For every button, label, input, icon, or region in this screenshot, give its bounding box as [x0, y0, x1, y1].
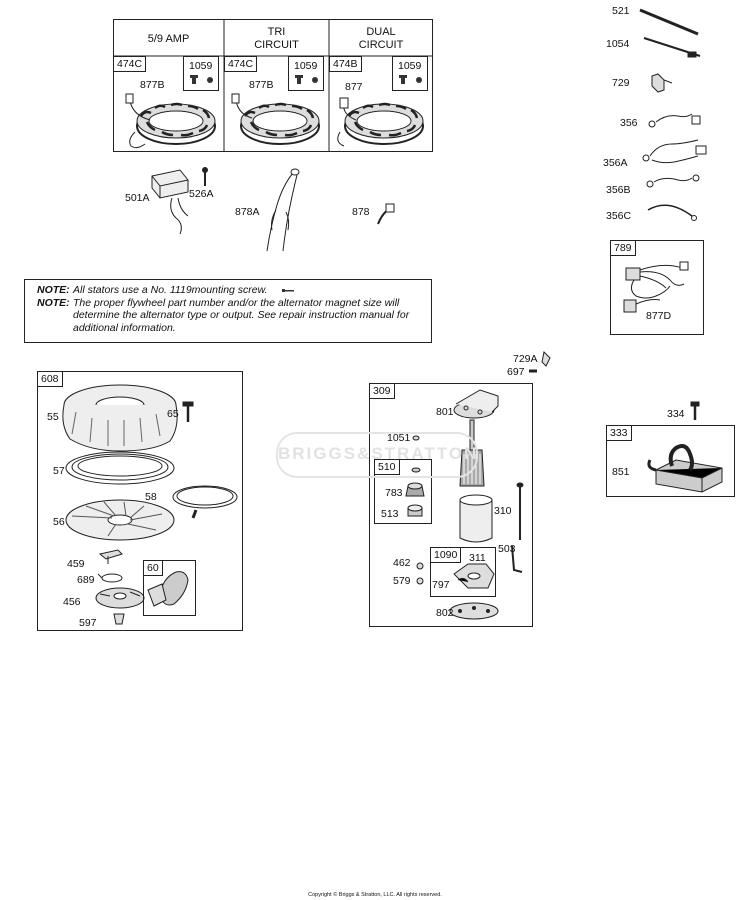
- part-513: 513: [381, 508, 399, 520]
- part-356b: 356B: [606, 184, 631, 196]
- part-334: 334: [667, 408, 685, 420]
- part-462: 462: [393, 557, 411, 569]
- part-851: 851: [612, 466, 630, 478]
- part-311: 311: [469, 552, 486, 564]
- part-877b-b: 877B: [249, 79, 274, 91]
- column-title-tri-circuit: TRI CIRCUIT: [254, 26, 299, 51]
- hardware-tag-1059-c: 1059: [398, 60, 422, 72]
- note-text-1: All stators use a No. 1119mounting screw…: [73, 284, 294, 297]
- part-65: 65: [167, 408, 179, 420]
- note-text-2: The proper flywheel part number and/or t…: [73, 296, 410, 334]
- part-579: 579: [393, 575, 411, 587]
- recoil-starter-group-box: [37, 371, 243, 631]
- group-tag-60: 60: [143, 560, 163, 576]
- harness-group-box: [610, 240, 704, 335]
- note-box: NOTE: All stators use a No. 1119mounting…: [24, 279, 432, 343]
- mounting-screw-icon: [281, 288, 294, 292]
- part-356c: 356C: [606, 210, 632, 222]
- copyright-footer: Copyright © Briggs & Stratton, LLC. All …: [308, 892, 442, 898]
- part-521: 521: [612, 5, 630, 17]
- stator-table: [113, 19, 433, 152]
- part-783: 783: [385, 487, 403, 499]
- part-729a: 729A: [513, 353, 538, 365]
- brush-group-box: [430, 547, 496, 597]
- group-tag-309: 309: [369, 383, 395, 399]
- group-tag-333: 333: [606, 425, 632, 441]
- group-tag-510: 510: [374, 459, 400, 475]
- part-501a: 501A: [125, 192, 150, 204]
- group-tag-608: 608: [37, 371, 63, 387]
- part-877d: 877D: [646, 310, 672, 322]
- part-503: 503: [498, 543, 516, 555]
- group-tag-789: 789: [610, 240, 636, 256]
- handle-group-box: [143, 560, 196, 616]
- hardware-box-1059-a: [183, 56, 219, 91]
- part-55: 55: [47, 411, 59, 423]
- hardware-box-1059-c: [392, 56, 428, 91]
- part-356: 356: [620, 117, 638, 129]
- part-877: 877: [345, 81, 363, 93]
- part-459: 459: [67, 558, 85, 570]
- part-1051: 1051: [387, 432, 411, 444]
- part-697: 697: [507, 366, 525, 378]
- hardware-tag-1059-a: 1059: [189, 60, 213, 72]
- part-456: 456: [63, 596, 81, 608]
- electric-starter-group-box: [369, 383, 533, 627]
- part-1054: 1054: [606, 38, 630, 50]
- group-tag-474b: 474B: [329, 56, 362, 72]
- hardware-box-1059-b: [288, 56, 324, 91]
- column-title-5-9-amp: 5/9 AMP: [147, 33, 190, 45]
- part-801: 801: [436, 406, 454, 418]
- part-878a: 878A: [235, 206, 260, 218]
- part-310: 310: [494, 505, 512, 517]
- part-57: 57: [53, 465, 65, 477]
- part-797: 797: [432, 579, 450, 591]
- part-877b-a: 877B: [140, 79, 165, 91]
- part-526a: 526A: [189, 188, 214, 200]
- hardware-tag-1059-b: 1059: [294, 60, 318, 72]
- part-802: 802: [436, 607, 454, 619]
- part-597: 597: [79, 617, 97, 629]
- part-56: 56: [53, 516, 65, 528]
- part-878: 878: [352, 206, 370, 218]
- group-tag-474c-b: 474C: [224, 56, 258, 72]
- watermark-logo: BRIGGS&STRATTON: [276, 432, 478, 478]
- part-356a: 356A: [603, 157, 628, 169]
- column-title-dual-circuit: DUAL CIRCUIT: [358, 26, 404, 51]
- part-58: 58: [145, 491, 157, 503]
- part-729: 729: [612, 77, 630, 89]
- group-tag-474c-a: 474C: [113, 56, 147, 72]
- drive-group-box: [374, 459, 432, 524]
- note-label-1: NOTE:: [37, 284, 70, 296]
- note-label-2: NOTE:: [37, 296, 70, 309]
- part-689: 689: [77, 574, 95, 586]
- ignition-coil-group-box: [606, 425, 735, 497]
- group-tag-1090: 1090: [430, 547, 462, 563]
